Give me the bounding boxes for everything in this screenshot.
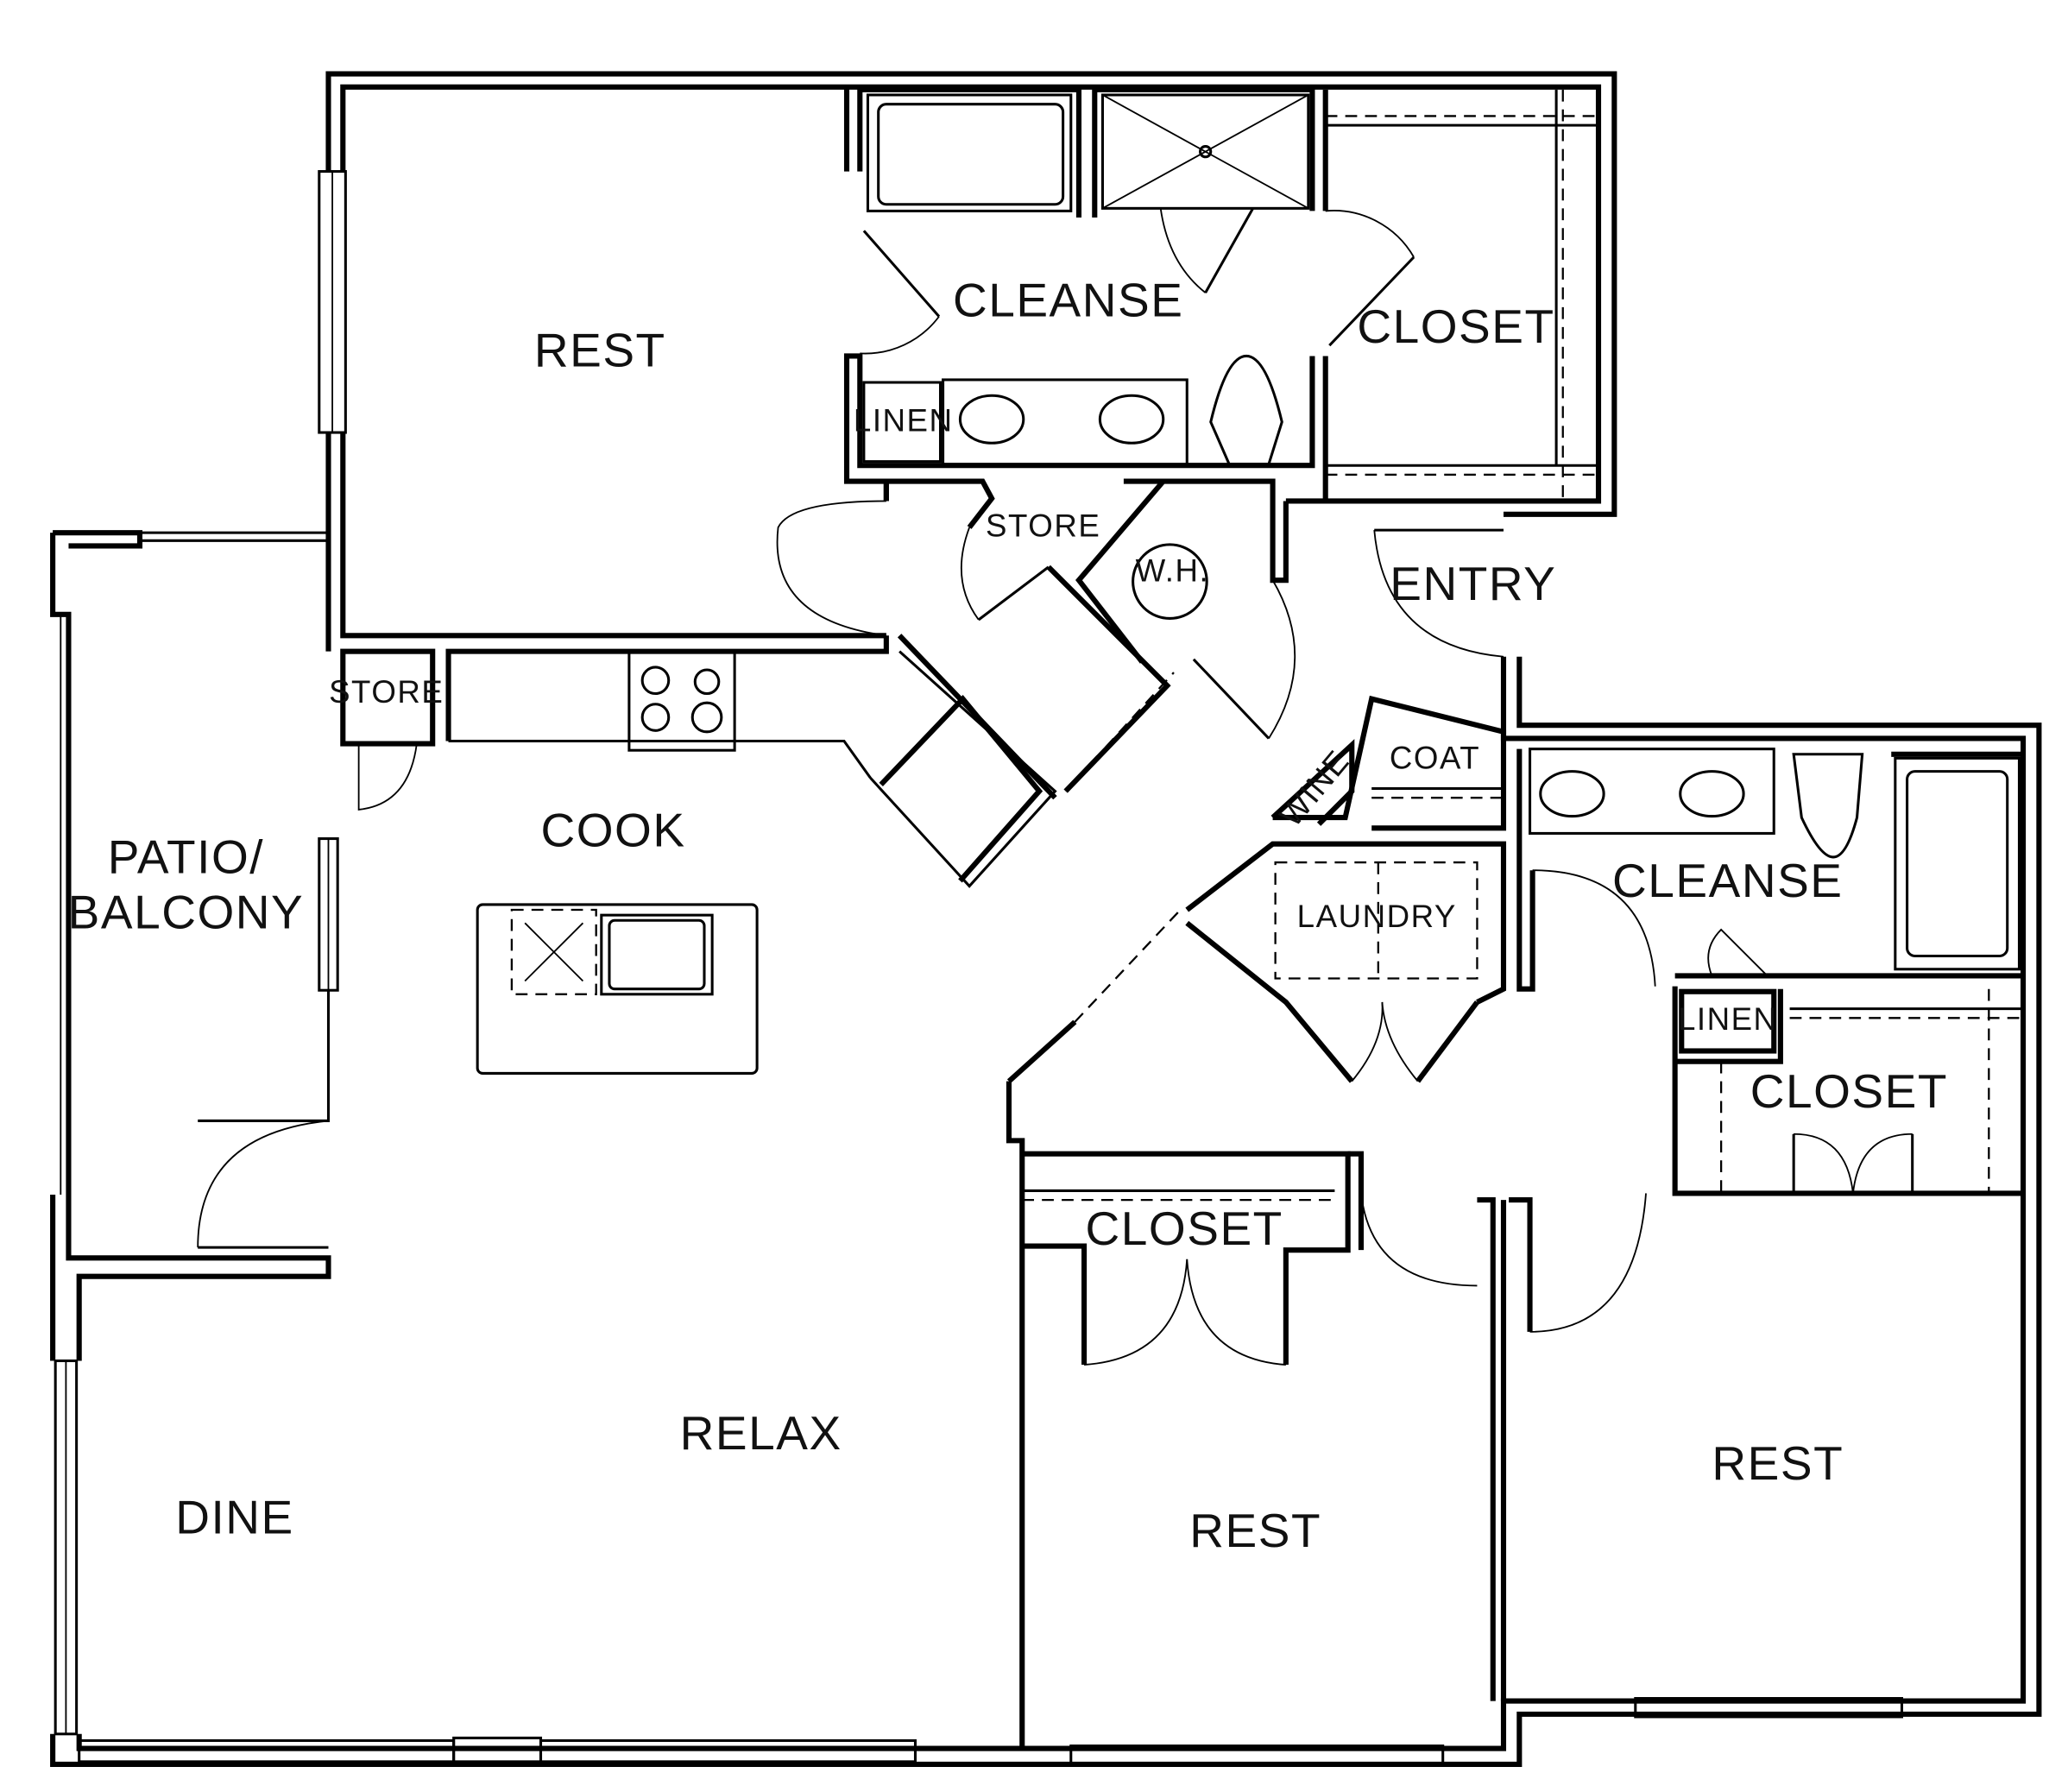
label-rest-master: REST <box>534 324 666 377</box>
master-suite-fixtures <box>843 86 1599 502</box>
label-relax: RELAX <box>680 1406 842 1460</box>
label-linen-master: LINEN <box>854 403 954 439</box>
label-coat: COAT <box>1390 741 1480 776</box>
label-cook: COOK <box>540 804 685 857</box>
label-store-kitchen: STORE <box>329 674 444 710</box>
patio-door <box>197 990 331 1249</box>
windows <box>54 170 1903 1766</box>
exterior-walls <box>50 71 2042 1767</box>
label-water-heater: W.H. <box>1136 553 1210 589</box>
label-patio: PATIO/ <box>108 830 264 883</box>
bedroom-2-closet <box>1022 1151 1647 1701</box>
label-cleanse-master: CLEANSE <box>953 274 1184 327</box>
label-balcony: BALCONY <box>68 885 305 938</box>
label-rest-2: REST <box>1189 1504 1321 1557</box>
label-laundry: LAUNDRY <box>1297 899 1457 934</box>
label-closet-master: CLOSET <box>1357 300 1554 353</box>
kitchen-fixtures <box>340 648 1182 1075</box>
room-labels: REST CLEANSE CLOSET LINEN STORE W.H. ENT… <box>68 274 1948 1557</box>
label-cleanse-2: CLEANSE <box>1612 854 1844 907</box>
label-closet-3: CLOSET <box>1750 1064 1948 1118</box>
label-dine: DINE <box>175 1491 294 1544</box>
label-rest-3: REST <box>1712 1436 1844 1490</box>
label-store-hall: STORE <box>986 508 1100 544</box>
entry-utility <box>1006 528 1507 1749</box>
second-bath <box>1516 748 2024 1196</box>
hall-utility <box>445 478 1296 800</box>
label-entry: ENTRY <box>1390 557 1556 610</box>
label-closet-2: CLOSET <box>1086 1202 1283 1255</box>
label-linen-2: LINEN <box>1678 1001 1778 1037</box>
